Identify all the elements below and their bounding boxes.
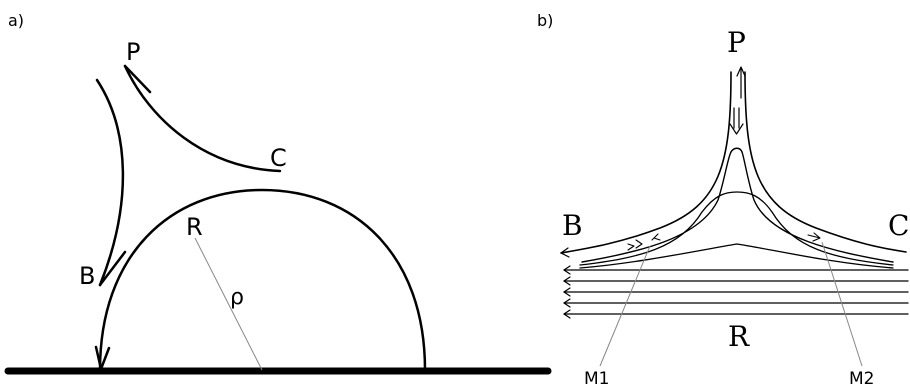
m1-small-arrow [627, 243, 635, 251]
flow-arrowhead [563, 265, 571, 275]
m2-leader-line [821, 241, 863, 367]
label-b-a: B [79, 262, 95, 290]
dome-low [579, 243, 894, 269]
m1-leader-line [599, 245, 651, 367]
double-down-arrowhead [729, 123, 744, 135]
streamline-inner-right [741, 151, 894, 263]
label-r-a: R [186, 213, 203, 241]
dome-middle [579, 191, 894, 266]
double-down-arrow-shaft [733, 107, 740, 129]
streamline-outer-right [744, 71, 907, 253]
label-p-b: P [727, 26, 746, 59]
m1-small-arrow [635, 239, 643, 249]
streamline-inner-cap [730, 147, 743, 153]
flow-arrowhead [563, 298, 571, 308]
flow-arrowhead [563, 309, 571, 319]
label-p-a: P [126, 38, 140, 66]
p-arrowhead [123, 64, 152, 94]
streamline-inner-left [581, 151, 732, 263]
semicircle-arrowhead [94, 345, 111, 371]
label-c-b: C [888, 209, 909, 242]
radius-line [194, 237, 263, 371]
panel-b: b) [537, 11, 909, 389]
streamline-outer-left [560, 71, 732, 254]
horizontal-flow-lines [563, 265, 909, 319]
semicircle-arc [98, 188, 427, 372]
label-rho: ρ [230, 285, 244, 310]
curve-p-to-b [95, 78, 125, 287]
label-r-b: R [728, 320, 750, 353]
p-up-arrowhead [736, 66, 746, 77]
label-c-a: C [270, 144, 287, 172]
m2-small-arrow [807, 232, 821, 242]
b-exit-arrowhead [560, 247, 570, 258]
curve-c-to-p [123, 64, 282, 173]
panel-b-tag: b) [537, 11, 553, 30]
flow-arrowhead [563, 276, 571, 286]
flow-arrowhead [563, 287, 571, 297]
label-b-b: B [562, 209, 583, 242]
panel-a: a) P C B R ρ [4, 11, 552, 375]
label-m1: M1 [584, 369, 609, 389]
panel-a-tag: a) [8, 11, 24, 30]
label-m2: M2 [849, 369, 874, 389]
m1-small-arrow [651, 233, 661, 241]
b-arrowhead [98, 250, 127, 287]
